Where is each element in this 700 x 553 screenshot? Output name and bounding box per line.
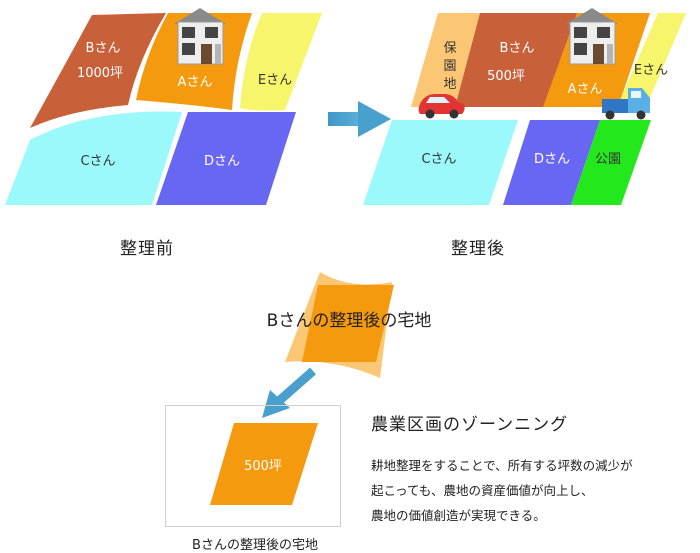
plot-nursery-char-2: 園	[443, 59, 456, 74]
truck-icon	[602, 88, 650, 120]
plot-nursery-char-3: 地	[443, 77, 456, 92]
plot-d-after	[503, 120, 600, 205]
after-map: 保 園 地 Bさん 500坪 Aさん Eさん Cさん Dさん 公園	[363, 8, 686, 205]
b-lot-framed-shape: 500坪	[210, 423, 318, 505]
b-lot-title: Bさんの整理後の宅地	[267, 311, 432, 331]
plot-c-after	[363, 120, 518, 205]
zoning-title: 農業区画のゾーンニング	[371, 415, 569, 435]
b-lot-front	[302, 285, 394, 362]
zoning-line: 農地の価値創造が実現できる。	[371, 508, 546, 523]
plot-e-before-name: Eさん	[258, 73, 292, 88]
plot-e-before	[240, 13, 322, 111]
plot-b-after	[455, 13, 577, 107]
plot-b-before-name: Bさん	[86, 41, 121, 56]
right-arrow-icon	[328, 101, 391, 137]
zoning-line: 起こっても、農地の資産価値が向上し、	[371, 483, 594, 498]
diagonal-arrow-icon	[262, 367, 316, 418]
plot-d-after-name: Dさん	[534, 152, 570, 167]
car-icon	[418, 94, 465, 119]
zoning-line: 耕地整理をすることで、所有する坪数の減少が	[371, 458, 633, 473]
plot-d-before	[156, 112, 296, 205]
b-lot-illustration: Bさんの整理後の宅地	[267, 272, 432, 378]
before-map: Bさん 1000坪 Aさん Eさん Cさん Dさん	[5, 8, 322, 205]
after-caption: 整理後	[451, 239, 505, 259]
plot-a-after-name: Aさん	[568, 82, 603, 97]
plot-a-before-name: Aさん	[178, 75, 213, 90]
plot-d-before-name: Dさん	[204, 154, 240, 169]
plot-nursery-char-1: 保	[443, 41, 456, 56]
house-icon	[566, 8, 618, 65]
plot-b-after-name: Bさん	[500, 41, 535, 56]
b-lot-caption: Bさんの整理後の宅地	[192, 538, 318, 553]
plot-c-before	[5, 111, 182, 205]
plot-e-after	[617, 13, 686, 107]
plot-c-after-name: Cさん	[421, 152, 456, 167]
plot-nursery-after	[411, 13, 480, 107]
plot-c-before-name: Cさん	[80, 154, 115, 169]
plot-park-after-name: 公園	[595, 152, 621, 167]
plot-b-after-area: 500坪	[487, 69, 525, 84]
b-lot-frame	[165, 405, 341, 527]
plot-e-after-name: Eさん	[634, 63, 668, 78]
plot-b-before-area: 1000坪	[77, 66, 123, 81]
before-caption: 整理前	[120, 239, 174, 259]
plot-park-after	[571, 120, 651, 205]
plot-b-before	[30, 13, 166, 128]
b-lot-area: 500坪	[244, 459, 282, 474]
house-icon	[174, 8, 226, 65]
zoning-section: 農業区画のゾーンニング 耕地整理をすることで、所有する坪数の減少が 起こっても、…	[371, 410, 691, 528]
